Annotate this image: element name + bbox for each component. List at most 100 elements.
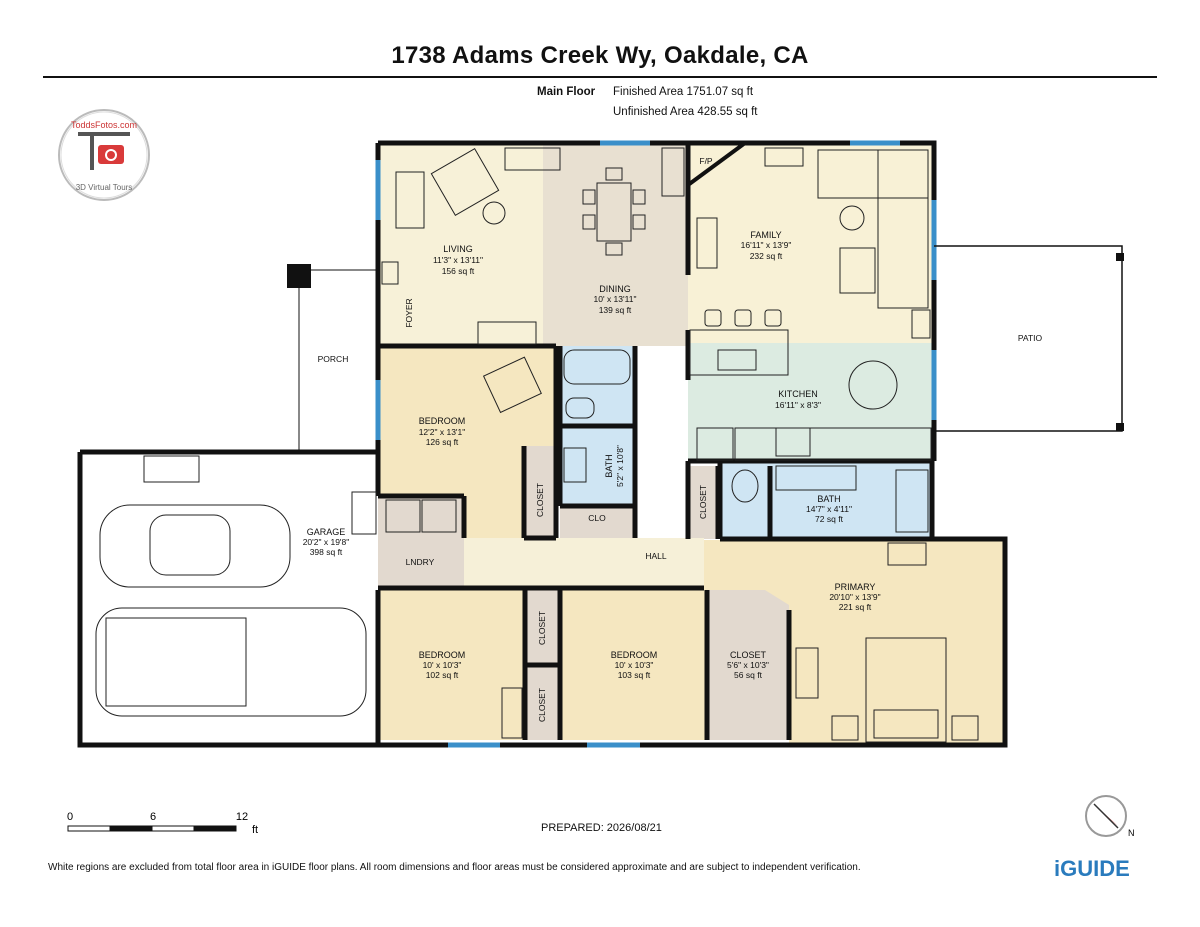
- logo-brand: ToddsFotos.com: [71, 120, 137, 130]
- garage-name: GARAGE: [307, 527, 346, 537]
- disclaimer: White regions are excluded from total fl…: [48, 862, 861, 873]
- bath1-top-fill: [560, 346, 635, 426]
- stool-icon: [764, 309, 782, 327]
- title-divider: [43, 76, 1157, 78]
- bedroom3-name: BEDROOM: [611, 650, 658, 660]
- fireplace-wall: [686, 141, 747, 187]
- side-table-icon: [482, 201, 506, 225]
- living-area: 156 sq ft: [442, 266, 475, 276]
- living-name: LIVING: [443, 244, 473, 254]
- car-roof-icon: [149, 514, 231, 576]
- laundry-fill: [378, 496, 464, 586]
- chair-icon: [605, 242, 623, 256]
- foyer-shelf-icon: [381, 261, 399, 285]
- fireplace-label: F/P: [699, 156, 713, 166]
- dryer-icon: [421, 499, 457, 533]
- closet-label: CLOSET: [698, 485, 708, 519]
- closet-label: CLOSET: [537, 688, 547, 722]
- chair-icon: [632, 189, 646, 205]
- tv-stand-icon: [477, 321, 537, 345]
- primary-fill: [704, 540, 1005, 743]
- stool-icon: [734, 309, 752, 327]
- bath1-dims: 5'2" x 10'8": [615, 445, 625, 487]
- patio-post-top: [1116, 253, 1124, 261]
- bath2-name: BATH: [817, 494, 840, 504]
- finished-area: Finished Area 1751.07 sq ft: [613, 86, 754, 98]
- console-icon: [504, 147, 561, 171]
- cabinet-icon: [764, 147, 804, 167]
- primary-name: PRIMARY: [835, 582, 876, 592]
- closet-big-name: CLOSET: [730, 650, 767, 660]
- logo-tagline: 3D Virtual Tours: [76, 183, 133, 192]
- garage-dims: 20'2" x 19'8": [303, 537, 350, 547]
- bedroom2-name: BEDROOM: [419, 650, 466, 660]
- kitchen-table-icon: [848, 360, 898, 410]
- bedroom1-dims: 12'2" x 13'1": [419, 427, 466, 437]
- closet-b-fill: [688, 466, 718, 539]
- nightstand-icon: [951, 715, 979, 741]
- closet-label: CLOSET: [537, 611, 547, 645]
- family-area: 232 sq ft: [750, 251, 783, 261]
- toddsfotos-logo: ToddsFotos.com 3D Virtual Tours: [58, 109, 150, 201]
- family-dims: 16'11" x 13'9": [741, 240, 792, 250]
- living-fill: [378, 143, 543, 346]
- kitchen-fill: [688, 343, 934, 461]
- closet-a-fill: [524, 446, 556, 538]
- closet-c-fill: [525, 590, 560, 665]
- chair-icon: [632, 214, 646, 230]
- chair-icon: [582, 189, 596, 205]
- toilet-icon: [731, 469, 759, 503]
- shower-icon: [895, 469, 929, 533]
- end-table-icon: [911, 309, 931, 339]
- scale-twelve: 12: [236, 811, 248, 823]
- stove-icon: [775, 427, 811, 457]
- family-name: FAMILY: [750, 230, 781, 240]
- truck-bed-icon: [105, 617, 247, 707]
- family-fill: [688, 143, 934, 343]
- chair-icon: [582, 214, 596, 230]
- page-title: 1738 Adams Creek Wy, Oakdale, CA: [391, 42, 809, 69]
- patio-outline: [934, 245, 1123, 432]
- kitchen-island-icon: [689, 329, 789, 376]
- closet-big-dims: 5'6" x 10'3": [727, 660, 769, 670]
- compass-north: N: [1128, 828, 1135, 838]
- dining-fill: [543, 143, 688, 346]
- counter-icon: [734, 427, 932, 461]
- hall-fill: [464, 538, 704, 588]
- closet-big-fill: [707, 590, 789, 740]
- kitchen-sink-icon: [717, 349, 757, 371]
- sectional-sofa-side-icon: [877, 149, 929, 309]
- patio-label: PATIO: [1018, 333, 1043, 343]
- scale-bar: 0 6 12 ft: [67, 811, 258, 836]
- hall-label: HALL: [645, 551, 667, 561]
- bath2-dims: 14'7" x 4'11": [806, 504, 852, 514]
- toilet-icon: [565, 397, 595, 419]
- bedroom3-fill: [560, 590, 707, 740]
- living-dims: 11'3" x 13'11": [433, 255, 483, 265]
- bedroom2-area: 102 sq ft: [426, 670, 459, 680]
- bath2-fill: [720, 461, 932, 539]
- closet-big-area: 56 sq ft: [734, 670, 763, 680]
- closet-d-fill: [525, 665, 560, 740]
- bath1-fill: [560, 426, 635, 506]
- scale-zero: 0: [67, 811, 73, 823]
- clo-fill: [560, 506, 635, 538]
- scale-six: 6: [150, 811, 156, 823]
- garage-cabinet-icon: [351, 491, 377, 535]
- dining-dims: 10' x 13'11": [594, 294, 637, 304]
- bathtub-icon: [563, 349, 631, 385]
- compass-icon: N: [1085, 795, 1135, 838]
- desk-icon: [501, 687, 523, 739]
- porch-post: [287, 264, 311, 288]
- stool-icon: [704, 309, 722, 327]
- buffet-icon: [661, 147, 685, 197]
- garage-area: 398 sq ft: [310, 547, 343, 557]
- bath2-area: 72 sq ft: [815, 514, 844, 524]
- sofa-icon: [395, 171, 425, 229]
- unfinished-area: Unfinished Area 428.55 sq ft: [613, 106, 758, 118]
- car-icon: [99, 504, 291, 588]
- floor-name: Main Floor: [537, 86, 596, 98]
- dining-table-icon: [596, 182, 632, 242]
- ottoman-icon: [839, 205, 865, 231]
